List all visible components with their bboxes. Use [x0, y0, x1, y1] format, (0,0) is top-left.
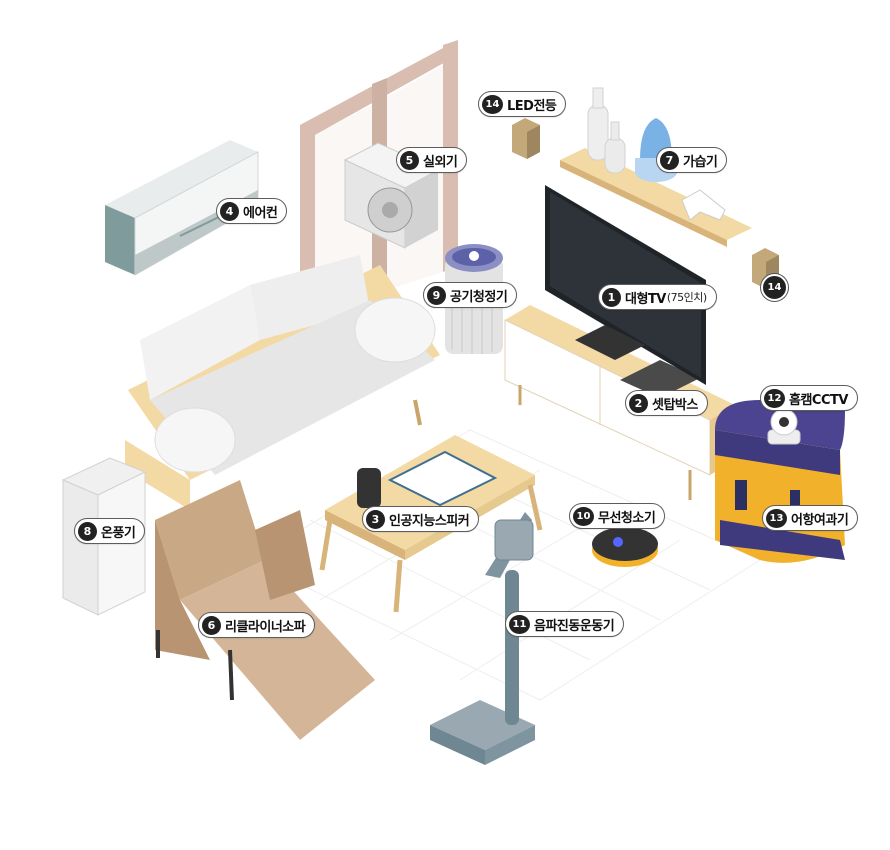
label-text: 무선청소기 [598, 510, 656, 526]
robot-vacuum [592, 527, 658, 567]
number-badge: 3 [366, 509, 385, 529]
label-led-lamp: 14 LED전등 [478, 91, 567, 117]
label-text: 홈캠CCTV [789, 392, 848, 408]
vibration-machine [430, 512, 535, 765]
label-text: 가습기 [683, 154, 718, 170]
label-pill: 3 인공지능스피커 [362, 506, 480, 532]
label-text: 어항여과기 [791, 512, 849, 528]
number-badge: 1 [602, 287, 621, 307]
label-pill: 5 실외기 [396, 147, 468, 173]
label-subtext: (75인치) [666, 291, 707, 304]
label-heater: 8 온풍기 [74, 518, 146, 544]
label-text: 실외기 [423, 154, 458, 170]
label-outdoor-unit: 5 실외기 [396, 147, 468, 173]
label-pill: 9 공기청정기 [423, 282, 518, 308]
recliner-sofa [155, 480, 375, 740]
label-pill: 2 셋탑박스 [625, 390, 708, 416]
number-badge: 5 [400, 150, 419, 170]
number-badge: 8 [78, 521, 97, 541]
label-ai-speaker: 3 인공지능스피커 [362, 506, 480, 532]
label-pill: 6 리클라이너소파 [198, 612, 316, 638]
number-badge: 12 [764, 388, 785, 408]
label-text: 셋탑박스 [652, 397, 698, 413]
label-pill: 1 대형TV (75인치) [598, 284, 717, 310]
label-text: 공기청정기 [450, 289, 508, 305]
label-pill: 8 온풍기 [74, 518, 146, 544]
label-text: 에어컨 [243, 205, 278, 221]
number-badge: 13 [766, 508, 787, 528]
label-pill: 7 가습기 [656, 147, 728, 173]
label-text: 대형TV [625, 291, 666, 307]
label-air-conditioner: 4 에어컨 [216, 198, 288, 224]
label-air-purifier: 9 공기청정기 [423, 282, 518, 308]
label-pill: 12 홈캠CCTV [760, 385, 858, 411]
label-recliner-sofa: 6 리클라이너소파 [198, 612, 316, 638]
label-text: 리클라이너소파 [225, 619, 306, 635]
label-pill: 10 무선청소기 [569, 503, 666, 529]
number-badge: 9 [427, 285, 446, 305]
label-text: 인공지능스피커 [389, 513, 470, 529]
number-badge-led-lamp-2: 14 [761, 274, 788, 301]
label-humidifier: 7 가습기 [656, 147, 728, 173]
label-text: 온풍기 [101, 525, 136, 541]
label-pill: 13 어항여과기 [762, 505, 859, 531]
label-pill: 14 LED전등 [478, 91, 567, 117]
label-pill: 4 에어컨 [216, 198, 288, 224]
number-badge: 14 [482, 94, 503, 114]
number-badge: 2 [629, 393, 648, 413]
number-badge: 6 [202, 615, 221, 635]
wall-shelf [560, 87, 752, 247]
label-large-tv: 1 대형TV (75인치) [598, 284, 717, 310]
number-badge: 10 [573, 506, 594, 526]
outdoor-unit [343, 142, 440, 369]
number-badge: 7 [660, 150, 679, 170]
label-home-cam: 12 홈캠CCTV [760, 385, 858, 411]
label-robot-vacuum: 10 무선청소기 [569, 503, 666, 529]
home-cam [767, 408, 801, 445]
sofa [125, 255, 440, 510]
label-aquarium-filter: 13 어항여과기 [762, 505, 859, 531]
label-vibration-machine: 11 음파진동운동기 [505, 611, 625, 637]
number-badge: 4 [220, 201, 239, 221]
label-text: LED전등 [507, 98, 557, 114]
label-text: 음파진동운동기 [534, 618, 615, 634]
label-pill: 11 음파진동운동기 [505, 611, 625, 637]
label-settop-box: 2 셋탑박스 [625, 390, 708, 416]
number-badge: 11 [509, 614, 530, 634]
